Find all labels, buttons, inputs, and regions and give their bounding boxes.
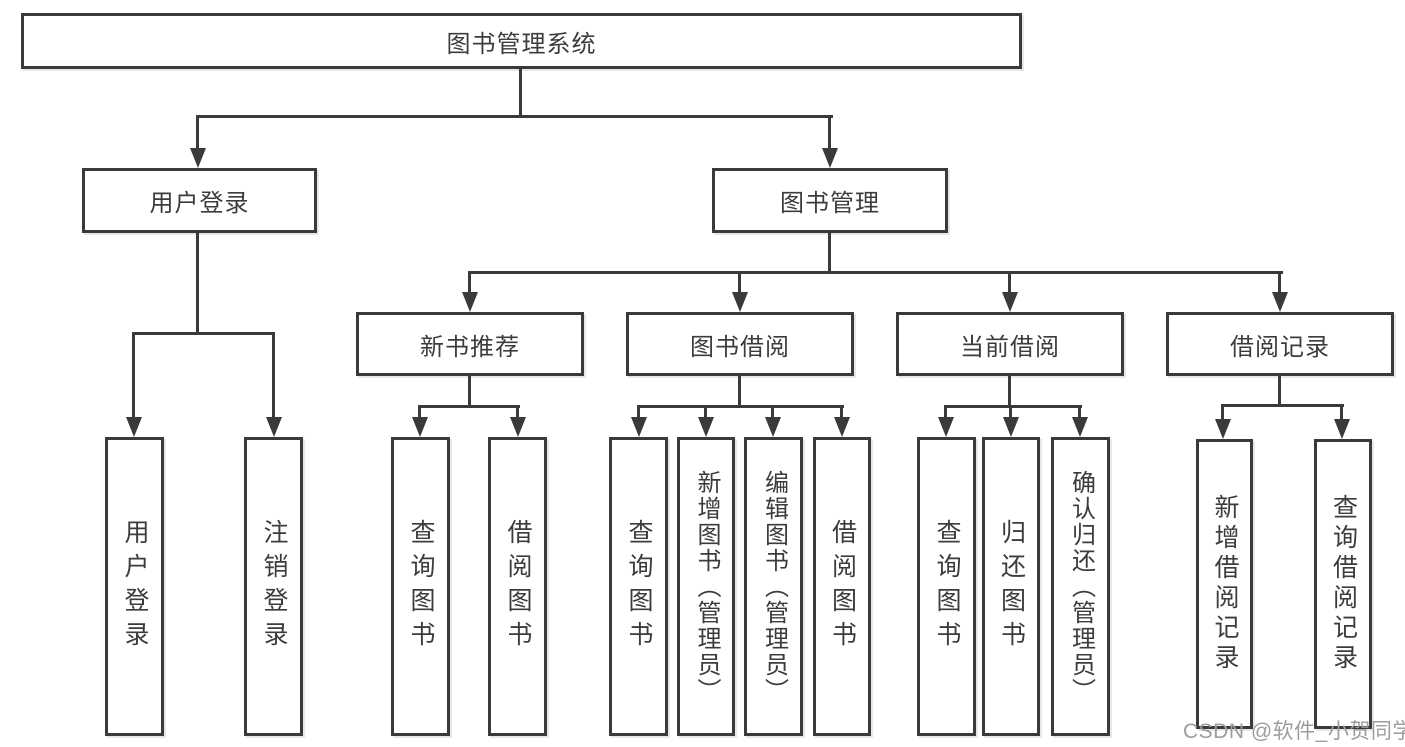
connector-line — [468, 271, 471, 293]
node-user-login: 用户登录 — [82, 168, 317, 233]
leaf-label: 编辑图书（管理员） — [760, 469, 788, 704]
connector-line — [704, 405, 707, 419]
connector-line — [1009, 405, 1012, 419]
connector-line — [637, 405, 640, 419]
arrow-down-icon — [412, 417, 428, 437]
connector-line — [738, 271, 741, 293]
connector-recommend-hline — [418, 405, 520, 408]
arrow-down-icon — [631, 417, 647, 437]
arrow-down-icon — [1272, 292, 1288, 312]
leaf-user-login: 用户登录 — [105, 437, 164, 736]
leaf-query-borrow-record: 查询借阅记录 — [1314, 439, 1372, 729]
connector-line — [1278, 271, 1281, 293]
leaf-logout: 注销登录 — [244, 437, 303, 736]
node-label: 图书管理系统 — [446, 30, 597, 58]
leaf-borrow-book-recommend: 借阅图书 — [488, 437, 547, 736]
connector-line — [516, 405, 519, 419]
arrow-down-icon — [1002, 292, 1018, 312]
connector-current-hline — [944, 405, 1082, 408]
node-label: 图书借阅 — [690, 333, 790, 361]
node-book-borrow: 图书借阅 — [626, 312, 854, 376]
arrow-down-icon — [1215, 419, 1231, 439]
leaf-query-book-current: 查询图书 — [917, 437, 976, 736]
leaf-label: 查询图书 — [407, 518, 435, 655]
connector-current-stem — [1008, 376, 1011, 408]
leaf-label: 借阅图书 — [828, 518, 857, 655]
connector-line — [1078, 405, 1081, 419]
node-current-borrow: 当前借阅 — [896, 312, 1124, 376]
arrow-down-icon — [190, 148, 206, 168]
connector-line — [1008, 271, 1011, 293]
connector-user-login-stem — [196, 233, 199, 334]
arrow-down-icon — [822, 148, 838, 168]
leaf-label: 注销登录 — [260, 518, 288, 655]
connector-line — [1340, 404, 1343, 420]
connector-recommend-stem — [468, 376, 471, 408]
node-label: 用户登录 — [149, 190, 250, 217]
node-book-management: 图书管理 — [712, 168, 948, 233]
connector-line — [196, 115, 199, 149]
leaf-label: 新增借阅记录 — [1211, 494, 1239, 674]
arrow-down-icon — [765, 417, 781, 437]
leaf-query-book-borrow: 查询图书 — [609, 437, 668, 736]
connector-borrow-hline — [637, 405, 844, 408]
connector-line — [771, 405, 774, 419]
arrow-down-icon — [462, 292, 478, 312]
connector-user-login-hline — [132, 332, 275, 335]
leaf-label: 用户登录 — [121, 518, 149, 655]
connector-root-stem — [519, 68, 522, 117]
leaf-label: 新增图书（管理员） — [693, 469, 720, 704]
node-root-system: 图书管理系统 — [21, 13, 1022, 69]
node-label: 当前借阅 — [960, 333, 1060, 361]
arrow-down-icon — [834, 417, 850, 437]
leaf-query-book-recommend: 查询图书 — [391, 437, 450, 736]
connector-line — [272, 332, 275, 418]
leaf-borrow-book: 借阅图书 — [813, 437, 871, 736]
connector-level3-hline — [468, 271, 1283, 274]
connector-record-stem — [1278, 376, 1281, 406]
connector-level1-hline — [196, 115, 833, 118]
connector-borrow-stem — [738, 376, 741, 408]
node-new-book-recommend: 新书推荐 — [356, 312, 584, 376]
arrow-down-icon — [938, 417, 954, 437]
arrow-down-icon — [1072, 417, 1088, 437]
connector-record-hline — [1221, 404, 1344, 407]
leaf-label: 查询图书 — [625, 518, 653, 655]
leaf-label: 归还图书 — [997, 518, 1026, 655]
leaf-label: 借阅图书 — [504, 518, 532, 655]
leaf-add-book-admin: 新增图书（管理员） — [677, 437, 735, 736]
connector-line — [132, 332, 135, 418]
arrow-down-icon — [126, 417, 142, 437]
connector-line — [944, 405, 947, 419]
arrow-down-icon — [1334, 419, 1350, 439]
arrow-down-icon — [1003, 417, 1019, 437]
leaf-confirm-return-admin: 确认归还（管理员） — [1051, 437, 1110, 736]
node-label: 图书管理 — [780, 190, 880, 217]
csdn-watermark: CSDN @软件_小贺同学 — [1183, 720, 1405, 743]
leaf-label: 确认归还（管理员） — [1067, 469, 1095, 704]
connector-line — [828, 115, 831, 149]
node-label: 新书推荐 — [420, 333, 520, 361]
leaf-add-borrow-record: 新增借阅记录 — [1196, 439, 1253, 729]
connector-line — [1221, 404, 1224, 420]
connector-book-management-stem — [828, 233, 831, 274]
leaf-label: 查询图书 — [933, 518, 961, 655]
leaf-edit-book-admin: 编辑图书（管理员） — [744, 437, 803, 736]
node-label: 借阅记录 — [1230, 333, 1330, 361]
arrow-down-icon — [732, 292, 748, 312]
node-borrow-record: 借阅记录 — [1166, 312, 1394, 376]
leaf-return-book: 归还图书 — [982, 437, 1040, 736]
connector-line — [840, 405, 843, 419]
leaf-label: 查询借阅记录 — [1329, 494, 1358, 674]
arrow-down-icon — [510, 417, 526, 437]
connector-line — [418, 405, 421, 419]
arrow-down-icon — [266, 417, 282, 437]
arrow-down-icon — [698, 417, 714, 437]
